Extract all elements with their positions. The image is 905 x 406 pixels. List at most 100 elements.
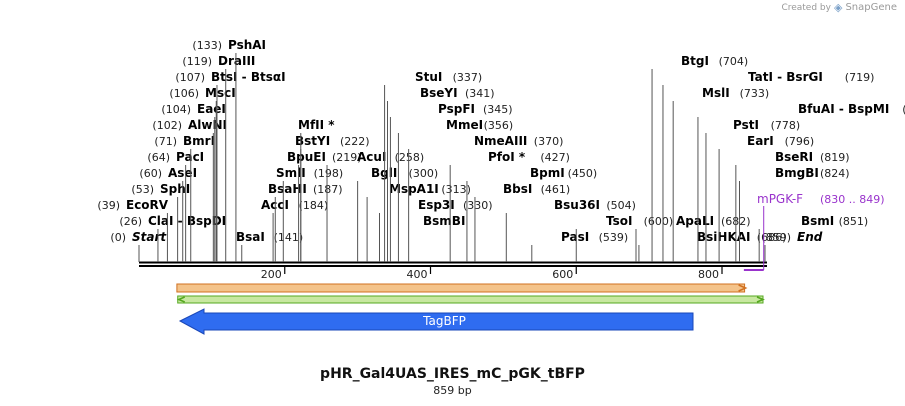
site-bpuei: BpuEI (219): [287, 150, 362, 262]
site-position: (341): [465, 87, 495, 100]
site-name: EarI: [747, 134, 774, 148]
site-position: (107): [175, 71, 205, 84]
site-position: (427): [540, 151, 570, 164]
feature-arrowhead: [738, 284, 748, 292]
site-name: PasI: [561, 230, 589, 244]
site-smli: SmlI(198): [276, 166, 343, 262]
site-name: BseRI: [775, 150, 813, 164]
site-name: TsoI: [606, 214, 632, 228]
site-bpmi: BpmI(450): [466, 166, 598, 262]
site-name: PspFI: [438, 102, 475, 116]
site-position: (60): [139, 167, 162, 180]
site-position: (300): [409, 167, 439, 180]
site-position: (600): [644, 215, 674, 228]
feature-arrowhead: [756, 296, 765, 303]
site-position: (337): [453, 71, 483, 84]
site-position: (824): [820, 167, 850, 180]
site-bstyi: BstYI(222): [295, 134, 370, 262]
site-position: (53): [131, 183, 154, 196]
site-name: BmrI: [183, 134, 215, 148]
site-name: BtsI - BtsαI: [211, 70, 286, 84]
plasmid-name: pHR_Gal4UAS_IRES_mC_pGK_tBFP: [320, 366, 585, 382]
site-name: BtgI: [681, 54, 709, 68]
site-position: (450): [568, 167, 598, 180]
site-name: BseYI: [420, 86, 458, 100]
feature-arrow: [178, 308, 694, 335]
site-position: (0): [110, 231, 126, 244]
site-position: (64): [147, 151, 170, 164]
snapgene-logo-icon: ◈: [833, 1, 843, 14]
site-position: (222): [340, 135, 370, 148]
credit-brand: SnapGene: [845, 2, 897, 13]
primer-range: (830 .. 849): [820, 193, 885, 206]
site-bsahi: BsaHI(187): [268, 182, 343, 262]
site-psti: PstI(778): [705, 118, 801, 262]
site-position: (330): [463, 199, 493, 212]
site-position: (106): [169, 87, 199, 100]
site-name: MscI: [205, 86, 236, 100]
site-position: (778): [771, 119, 801, 132]
site-name: MslI: [702, 86, 730, 100]
site-name: AcuI: [357, 150, 386, 164]
site-bsmi: BsmI(851): [758, 214, 868, 262]
feature-band: [177, 295, 764, 304]
site-position: (141): [274, 231, 304, 244]
site-name: EcoRV: [126, 198, 169, 212]
site-name: BsmBI: [423, 214, 465, 228]
site-name: AseI: [168, 166, 197, 180]
site-name: End: [797, 230, 823, 244]
site-ecorv: EcoRV(39): [97, 198, 169, 262]
site-bsmbi: BsmBI: [378, 214, 465, 262]
site-name: MfII *: [298, 118, 335, 132]
site-name: BbsI: [503, 182, 532, 196]
site-name: PfoI *: [488, 150, 526, 164]
site-name: BfuAI - BspMI: [798, 102, 889, 116]
site-pshai: PshAI (133): [192, 38, 266, 262]
site-asei: AseI (60): [139, 166, 197, 262]
site-bbsi: BbsI (461): [474, 182, 571, 262]
site-name: TatI - BsrGI: [748, 70, 823, 84]
site-name: PshAI: [228, 38, 266, 52]
site-sphi: SphI(53): [131, 182, 190, 262]
site-name: MmeI: [446, 118, 483, 132]
site-position: (133): [192, 39, 222, 52]
site-bmgbi: BmgBI(824): [738, 166, 850, 262]
site-bsu36i: Bsu36I(504): [505, 198, 636, 262]
ruler-tick-label: 200: [261, 268, 282, 281]
site-position: (859): [761, 231, 791, 244]
site-position: (102): [152, 119, 182, 132]
site-position: (198): [314, 167, 344, 180]
site-pspfi: PspFI(345): [389, 102, 513, 262]
site-pasi: PasI(539): [531, 230, 628, 262]
site-bseyi: BseYI (341): [387, 86, 495, 262]
site-name: MspA1I: [389, 182, 439, 196]
site-name: DraIII: [218, 54, 255, 68]
site-position: (219): [332, 151, 362, 164]
site-start: Start(0): [110, 230, 167, 262]
site-acci: AccI(184): [261, 198, 328, 262]
site-position: (461): [541, 183, 571, 196]
site-name: Esp3I: [418, 198, 455, 212]
site-bmri: BmrI(71): [154, 134, 215, 262]
site-position: (356): [484, 119, 514, 132]
site-msli: MslI(733): [672, 86, 769, 262]
site-position: (104): [161, 103, 191, 116]
site-name: BsiHKAI: [697, 230, 751, 244]
site-name: ApaLI: [676, 214, 714, 228]
site-name: NmeAIII: [474, 134, 527, 148]
site-name: EaeI: [197, 102, 226, 116]
site-acui: AcuI(258): [326, 150, 424, 262]
site-pfoi: PfoI * (427): [449, 150, 570, 262]
site-bseri: BseRI(819): [735, 150, 850, 262]
ruler-tick-label: 400: [407, 268, 428, 281]
site-name: BsaHI: [268, 182, 307, 196]
plasmid-length: 859 bp: [433, 384, 472, 397]
site-position: (370): [534, 135, 564, 148]
feature-green-band: [176, 295, 765, 304]
ruler-tick-label: 600: [552, 268, 573, 281]
site-eari: EarI(796): [718, 134, 814, 262]
site-name: BsaI: [236, 230, 265, 244]
site-esp3i: Esp3I (330): [378, 198, 493, 262]
site-name: BpuEI: [287, 150, 326, 164]
site-name: AlwNI: [188, 118, 227, 132]
